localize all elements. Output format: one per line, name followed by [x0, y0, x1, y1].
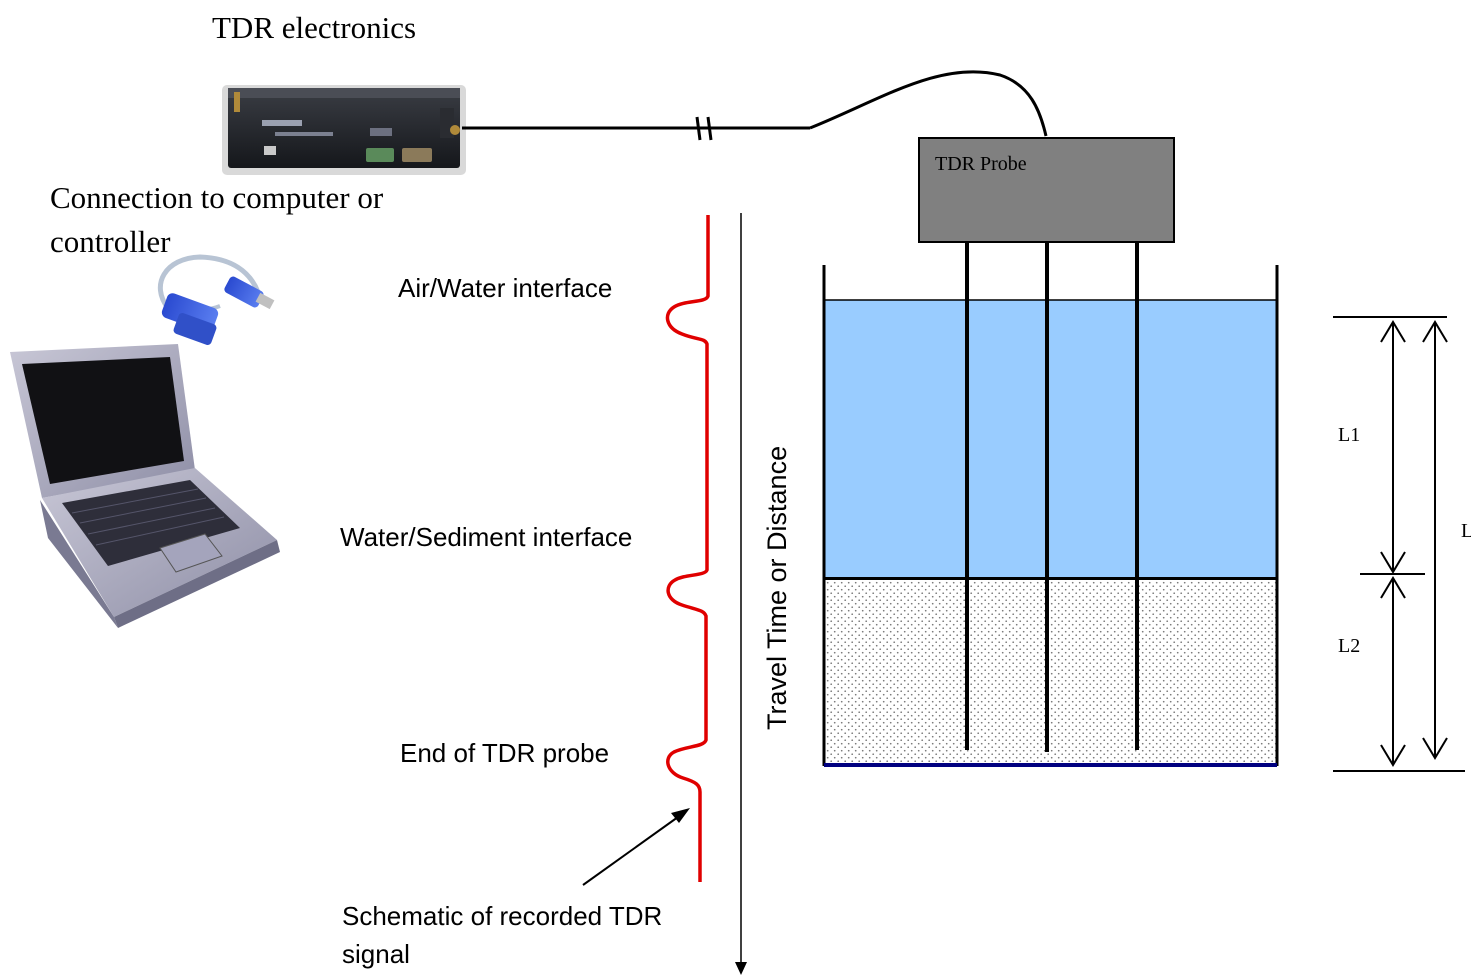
water-sediment-label: Water/Sediment interface	[340, 522, 632, 552]
tdr-electronics-label: TDR electronics	[212, 10, 416, 45]
cable-break-icon	[693, 116, 715, 141]
water-layer	[823, 299, 1278, 580]
l-label: L	[1461, 520, 1471, 542]
l2-label: L2	[1338, 635, 1360, 657]
axis-label: Travel Time or Distance	[762, 446, 792, 730]
connection-label-line1: Connection to computer or	[50, 180, 384, 215]
tdr-probe-label: TDR Probe	[935, 153, 1027, 175]
end-probe-label: End of TDR probe	[400, 738, 609, 768]
schematic-label-line1: Schematic of recorded TDR	[342, 901, 662, 931]
tdr-probe-box	[918, 137, 1175, 243]
connection-label-line2: controller	[50, 224, 171, 259]
dimension-lines	[1333, 316, 1465, 772]
probe-rods	[965, 242, 1139, 752]
air-water-label: Air/Water interface	[398, 273, 612, 303]
usb-serial-cable-icon	[157, 254, 275, 346]
laptop-icon	[10, 344, 280, 628]
signal-pointer-arrow	[582, 808, 690, 886]
sediment-layer	[823, 578, 1278, 765]
schematic-label-line2: signal	[342, 939, 410, 969]
axis-arrowhead	[735, 962, 747, 975]
tdr-device-icon	[222, 85, 466, 175]
l1-label: L1	[1338, 424, 1360, 446]
probe-cable	[462, 70, 1048, 137]
tdr-signal-trace	[665, 215, 710, 882]
